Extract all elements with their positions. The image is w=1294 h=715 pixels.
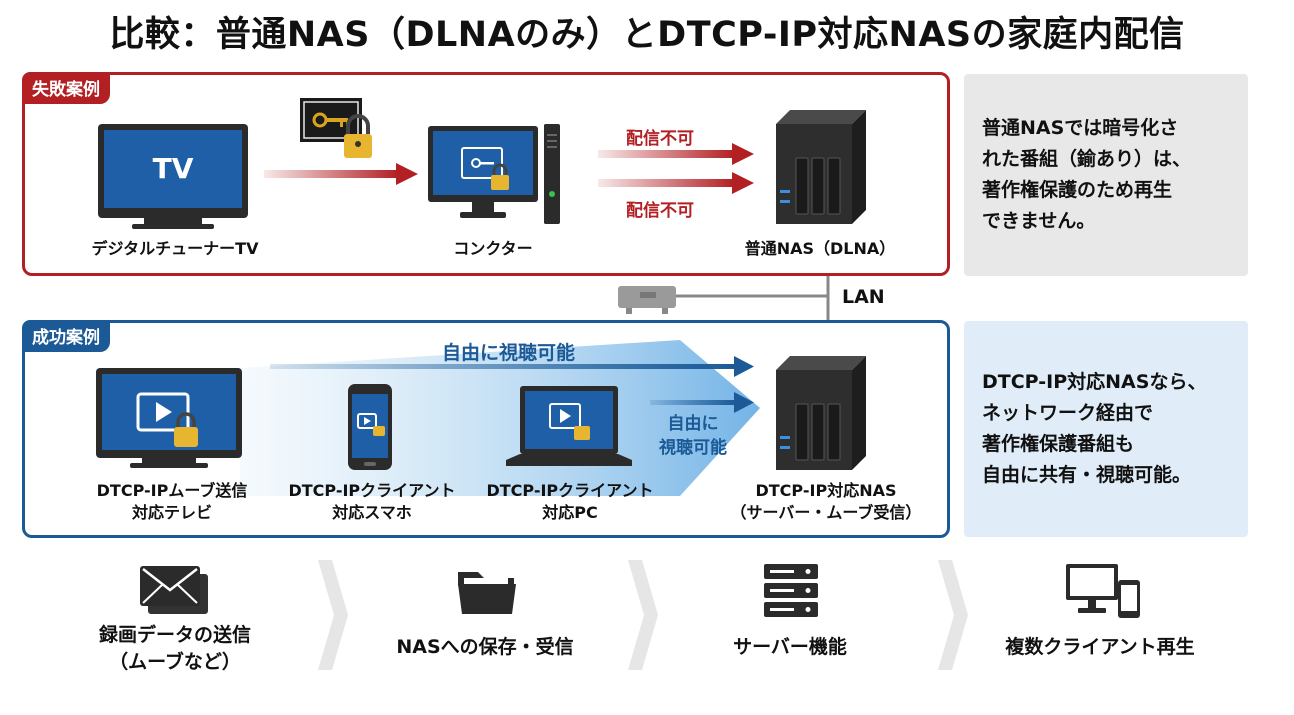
chevron-right-icon: [938, 560, 968, 670]
tv-icon: [98, 124, 248, 229]
arrow-text-1: 配信不可: [626, 129, 694, 149]
locked-key-icon: [300, 98, 372, 158]
arrow-text-mid: 自由に 視聴可能: [658, 412, 728, 460]
folder-icon: [458, 572, 516, 614]
pc-icon: [428, 124, 560, 224]
step-4-label: 複数クライアント再生: [1005, 636, 1195, 658]
step-2-label: NASへの保存・受信: [396, 636, 574, 658]
lan-label: LAN: [842, 286, 885, 308]
success-note: DTCP-IP対応NASなら、 ネットワーク経由で 著作権保護番組も 自由に共有…: [964, 321, 1248, 537]
arrow-text-mid-line: 視聴可能: [659, 438, 727, 458]
device-label-nas: DTCP-IP対応NAS （サーバー・ムーブ受信）: [716, 480, 936, 524]
failure-note-line: 著作権保護のため再生: [982, 179, 1173, 201]
envelope-icon: [140, 566, 208, 614]
arrow-text-2: 配信不可: [626, 201, 694, 221]
tv-screen-text: TV: [152, 152, 194, 185]
step-label-line: 録画データの送信: [98, 624, 251, 646]
arrow-tv-to-pc: [264, 163, 418, 185]
failure-tag: 失敗案例: [22, 72, 110, 104]
step-1-label: 録画データの送信 （ムーブなど）: [60, 622, 290, 676]
device-label-line: DTCP-IP対応NAS: [755, 481, 897, 500]
success-note-line: DTCP-IP対応NASなら、: [982, 371, 1207, 393]
device-label-line: 対応PC: [542, 503, 598, 522]
device-label-line: DTCP-IPムーブ送信: [96, 481, 248, 500]
chevron-right-icon: [628, 560, 658, 670]
page-title: 比較：普通NAS（DLNAのみ）とDTCP-IP対応NASの家庭内配信: [109, 15, 1185, 55]
failure-note-line: 普通NASでは暗号化さ: [982, 117, 1179, 139]
laptop-icon: [506, 386, 632, 466]
device-label-line: 対応スマホ: [332, 503, 412, 522]
device-label-tv: DTCP-IPムーブ送信 対応テレビ: [74, 480, 270, 524]
arrow-pc-to-nas-1: [598, 143, 754, 165]
devices-icon: [1066, 564, 1140, 618]
failure-note: 普通NASでは暗号化さ れた番組（鍮あり）は、 著作権保護のため再生 できません…: [964, 74, 1248, 276]
success-note-line: 自由に共有・視聴可能。: [982, 464, 1192, 486]
arrow-text-top: 自由に視聴可能: [442, 342, 576, 364]
tv-label: デジタルチューナーTV: [91, 239, 259, 258]
device-label-phone: DTCP-IPクライアント 対応スマホ: [272, 480, 472, 524]
device-label-line: DTCP-IPクライアント: [288, 481, 456, 500]
smartphone-icon: [348, 384, 392, 470]
success-panel: [22, 320, 950, 538]
dtcp-nas-icon: [776, 356, 866, 470]
lan-connection: [618, 276, 830, 322]
failure-panel: [22, 72, 950, 276]
failure-note-line: れた番組（鍮あり）は、: [982, 148, 1192, 170]
success-note-line: 著作権保護番組も: [982, 433, 1135, 455]
dtcp-tv-icon: [96, 368, 242, 468]
step-3-label: サーバー機能: [733, 636, 847, 658]
device-label-line: DTCP-IPクライアント: [486, 481, 654, 500]
success-note-line: ネットワーク経由で: [982, 402, 1154, 424]
nas-icon: [776, 110, 866, 224]
chevron-right-icon: [318, 560, 348, 670]
pc-label: コンクター: [453, 239, 533, 258]
success-tag: 成功案例: [22, 320, 110, 352]
step-label-line: （ムーブなど）: [109, 651, 241, 673]
nas-label: 普通NAS（DLNA）: [744, 239, 896, 258]
arrow-pc-to-nas-2: [598, 172, 754, 194]
server-icon: [764, 564, 818, 617]
arrow-text-mid-line: 自由に: [667, 414, 719, 434]
device-label-pc: DTCP-IPクライアント 対応PC: [470, 480, 670, 524]
device-label-line: （サーバー・ムーブ受信）: [730, 503, 922, 522]
device-label-line: 対応テレビ: [131, 503, 212, 522]
failure-note-line: できません。: [982, 210, 1096, 232]
